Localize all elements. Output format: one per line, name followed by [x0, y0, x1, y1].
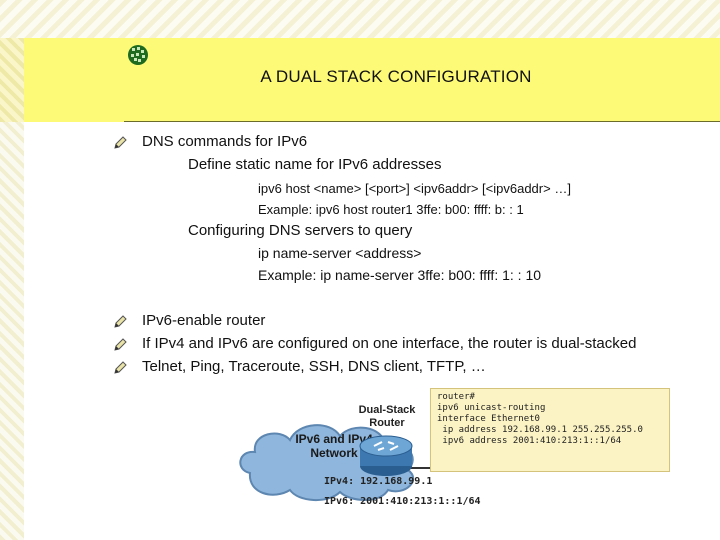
sub-ipv6-host-syntax: ipv6 host <name> [<port>] <ipv6addr> [<i… [258, 181, 571, 196]
router-label-line2: Router [369, 417, 405, 429]
ipv6-address-label: IPv6: 2001:410:213:1::1/64 [324, 496, 481, 507]
pencil-bullet-icon [114, 361, 127, 374]
title-left-pattern [0, 38, 24, 122]
cloud-label-line1: IPv6 and IPv4 [295, 432, 373, 446]
bullet-ipv6-enable-router: IPv6-enable router [142, 312, 266, 329]
config-line: ip address 192.168.99.1 255.255.255.0 [437, 425, 643, 435]
slide-title: A DUAL STACK CONFIGURATION [260, 67, 532, 86]
sub-ip-name-server-example: Example: ip name-server 3ffe: b00: ffff:… [258, 267, 542, 283]
cloud-label: IPv6 and IPv4 Network [274, 432, 394, 460]
sub-ip-name-server-syntax: ip name-server <address> [258, 245, 422, 261]
bullet-dual-stacked: If IPv4 and IPv6 are configured on one i… [142, 335, 637, 352]
globe-icon [128, 45, 148, 65]
cloud-label-line2: Network [310, 446, 358, 460]
pencil-bullet-icon [114, 338, 127, 351]
router-config-box: router# ipv6 unicast-routing interface E… [430, 388, 670, 472]
ipv4-address-label: IPv4: 192.168.99.1 [324, 476, 433, 487]
sub-define-static-name: Define static name for IPv6 addresses [188, 156, 442, 173]
top-pattern-band [0, 0, 720, 38]
router-icon [359, 435, 413, 476]
sub-configuring-dns-servers: Configuring DNS servers to query [188, 222, 413, 239]
bullet-dns-commands: DNS commands for IPv6 [142, 133, 308, 150]
router-label: Dual-Stack Router [342, 404, 432, 430]
router-label-line1: Dual-Stack [358, 404, 416, 416]
config-line: router# [437, 392, 475, 402]
config-line: ipv6 address 2001:410:213:1::1/64 [437, 436, 622, 446]
sub-ipv6-host-example: Example: ipv6 host router1 3ffe: b00: ff… [258, 202, 524, 217]
title-divider [124, 121, 720, 122]
pencil-bullet-icon [114, 136, 127, 149]
dual-stack-diagram: IPv6 and IPv4 Network Dual-Stack Router … [230, 388, 700, 538]
bullet-applications: Telnet, Ping, Traceroute, SSH, DNS clien… [142, 358, 486, 375]
pencil-bullet-icon [114, 315, 127, 328]
config-line: ipv6 unicast-routing [437, 403, 546, 413]
config-line: interface Ethernet0 [437, 414, 540, 424]
